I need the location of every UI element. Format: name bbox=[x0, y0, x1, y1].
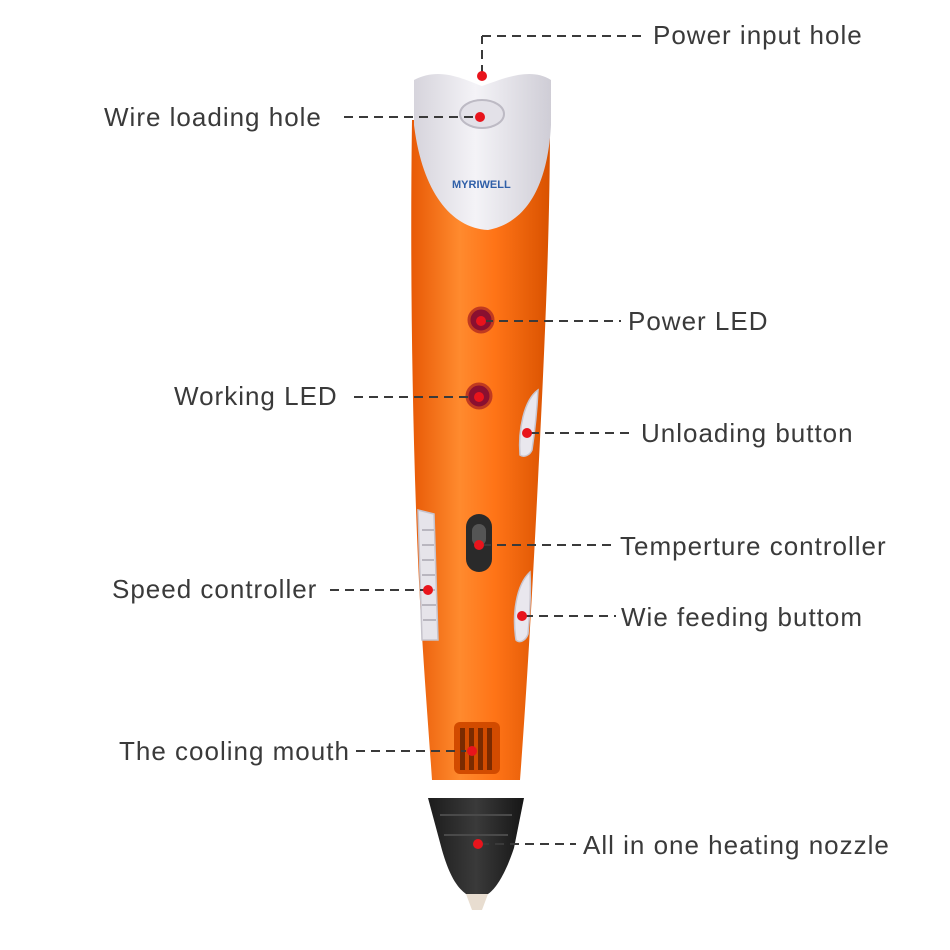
label-working-led: Working LED bbox=[174, 381, 338, 411]
label-wire-feeding-button: Wie feeding buttom bbox=[621, 602, 864, 632]
label-power-input-hole: Power input hole bbox=[653, 20, 863, 50]
wire-feeding-button bbox=[513, 570, 532, 643]
temperature-controller-knob bbox=[472, 524, 486, 546]
label-wire-loading-hole: Wire loading hole bbox=[104, 102, 322, 132]
brand-logo: MYRIWELL bbox=[452, 179, 511, 191]
label-speed-controller: Speed controller bbox=[112, 574, 318, 604]
callout-dots bbox=[423, 71, 532, 849]
callout-lines bbox=[330, 35, 646, 845]
label-cooling-mouth: The cooling mouth bbox=[119, 736, 350, 766]
nozzle-tip bbox=[466, 894, 488, 910]
label-temperature-controller: Temperture controller bbox=[620, 531, 887, 561]
pen-cap bbox=[414, 73, 551, 230]
unloading-button bbox=[518, 388, 539, 457]
label-power-led: Power LED bbox=[628, 306, 769, 336]
label-unloading-button: Unloading button bbox=[641, 418, 854, 448]
label-heating-nozzle: All in one heating nozzle bbox=[583, 830, 890, 860]
cooling-mouth bbox=[454, 722, 500, 774]
